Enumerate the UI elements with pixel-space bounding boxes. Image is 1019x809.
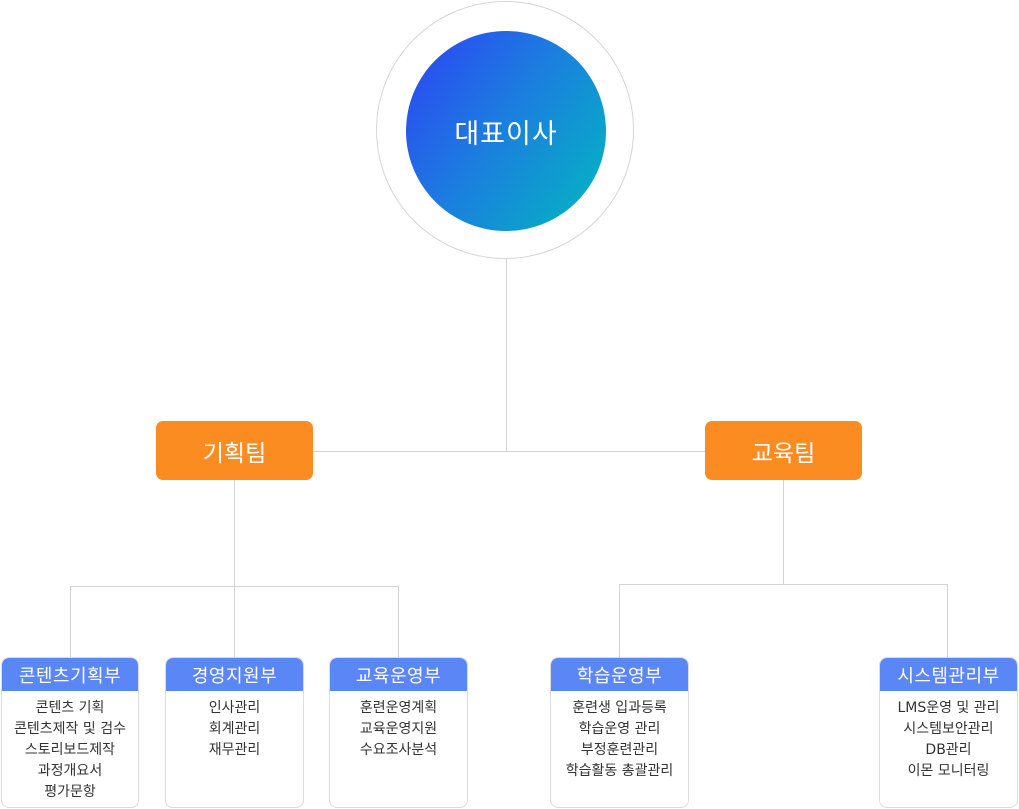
duty-item: 훈련생 입과등록 [572,700,667,716]
duty-item: 평가문항 [44,784,96,800]
dept-header: 경영지원부 [166,658,303,691]
dept-title: 학습운영부 [576,665,663,687]
dept-title: 시스템관리부 [897,665,1000,687]
dept-header: 시스템관리부 [880,658,1017,691]
duty-item: 재무관리 [208,742,261,758]
team-education-label: 교육팀 [751,440,816,467]
duty-item: 시스템보안관리 [903,721,994,737]
duty-item: 인사관리 [208,700,261,716]
duty-item: 수요조사분석 [359,742,438,758]
dept-header: 교육운영부 [330,658,467,691]
duty-item: 교육운영지원 [359,721,438,737]
duty-item: 이몬 모니터링 [907,763,990,779]
duty-item: 훈련운영계획 [359,700,438,716]
duty-list: 콘텐츠 기획 콘텐츠제작 및 검수 스토리보드제작 과정개요서 평가문항 [2,691,138,803]
duty-item: 과정개요서 [37,763,103,779]
duty-item: 스토리보드제작 [24,742,116,758]
duty-list: LMS운영 및 관리 시스템보안관리 DB관리 이몬 모니터링 [880,691,1017,782]
ceo-node: 대표이사 [406,31,606,231]
team-planning-label: 기획팀 [202,440,267,467]
duty-item: LMS운영 및 관리 [897,700,1000,716]
duty-item: 콘텐츠제작 및 검수 [14,721,126,737]
team-education: 교육팀 [705,421,862,480]
dept-content-planning: 콘텐츠기획부 콘텐츠 기획 콘텐츠제작 및 검수 스토리보드제작 과정개요서 평… [1,657,139,808]
duty-item: 학습활동 총괄관리 [565,763,674,779]
dept-system-management: 시스템관리부 LMS운영 및 관리 시스템보안관리 DB관리 이몬 모니터링 [879,657,1018,808]
duty-list: 훈련운영계획 교육운영지원 수요조사분석 [330,691,467,761]
duty-item: DB관리 [925,742,972,758]
duty-item: 부정훈련관리 [580,742,659,758]
duty-item: 콘텐츠 기획 [35,700,105,716]
dept-management-support: 경영지원부 인사관리 회계관리 재무관리 [165,657,304,808]
dept-title: 콘텐츠기획부 [18,665,122,687]
team-planning: 기획팀 [156,421,313,480]
duty-item: 회계관리 [208,721,261,737]
duty-item: 학습운영 관리 [578,721,661,737]
duty-list: 인사관리 회계관리 재무관리 [166,691,303,761]
dept-education-operation: 교육운영부 훈련운영계획 교육운영지원 수요조사분석 [329,657,468,808]
ceo-label: 대표이사 [454,118,558,150]
dept-header: 콘텐츠기획부 [2,658,138,691]
dept-header: 학습운영부 [551,658,688,691]
dept-title: 교육운영부 [355,665,442,687]
duty-list: 훈련생 입과등록 학습운영 관리 부정훈련관리 학습활동 총괄관리 [551,691,688,782]
dept-title: 경영지원부 [191,665,278,687]
dept-learning-operation: 학습운영부 훈련생 입과등록 학습운영 관리 부정훈련관리 학습활동 총괄관리 [550,657,689,808]
